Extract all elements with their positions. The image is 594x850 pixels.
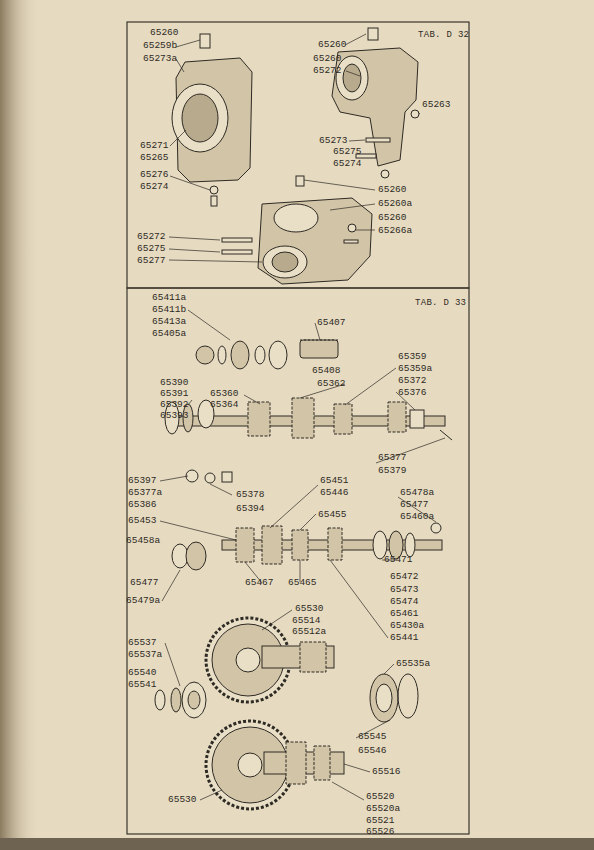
callout-number: 65460a bbox=[400, 512, 434, 522]
callout-number: 65377a bbox=[128, 488, 162, 498]
callout-number: 65407 bbox=[317, 318, 346, 328]
callout-number: 65275 bbox=[333, 147, 362, 157]
callout-number: 65263 bbox=[422, 100, 451, 110]
callout-number: 65274 bbox=[140, 182, 169, 192]
callout-number: 65521 bbox=[366, 816, 395, 826]
callout-number: 65260 bbox=[378, 185, 407, 195]
callout-number: 65451 bbox=[320, 476, 349, 486]
callout-number: 65545 bbox=[358, 732, 387, 742]
callout-number: 65441 bbox=[390, 633, 419, 643]
callout-number: 65386 bbox=[128, 500, 157, 510]
callout-number: 65430a bbox=[390, 621, 424, 631]
table-heading: TAB. D 33 bbox=[415, 298, 466, 308]
callout-number: 65453 bbox=[128, 516, 157, 526]
callout-number: 65259b bbox=[143, 41, 177, 51]
callout-number: 65391 bbox=[160, 389, 189, 399]
callout-number: 65520a bbox=[366, 804, 400, 814]
callout-number: 65413a bbox=[152, 317, 186, 327]
callout-number: 65520 bbox=[366, 792, 395, 802]
callout-number: 65537a bbox=[128, 650, 162, 660]
callout-number: 65272 bbox=[137, 232, 166, 242]
callout-number: 65390 bbox=[160, 378, 189, 388]
callout-number: 65455 bbox=[318, 510, 347, 520]
callout-number: 65360 bbox=[210, 389, 239, 399]
callout-number: 65359a bbox=[398, 364, 432, 374]
callout-number: 65411b bbox=[152, 305, 186, 315]
callout-number: 65266a bbox=[378, 226, 412, 236]
callout-number: 65472 bbox=[390, 572, 419, 582]
callout-number: 65260a bbox=[378, 199, 412, 209]
callout-number: 65377 bbox=[378, 453, 407, 463]
callout-number: 65526 bbox=[366, 827, 395, 837]
callout-number: 65535a bbox=[396, 659, 430, 669]
callout-number: 65465 bbox=[288, 578, 317, 588]
callout-number: 65277 bbox=[137, 256, 166, 266]
callout-number: 65478a bbox=[400, 488, 434, 498]
callout-number: 65405a bbox=[152, 329, 186, 339]
callout-number: 65376 bbox=[398, 388, 427, 398]
callout-number: 65461 bbox=[390, 609, 419, 619]
callout-number: 65362 bbox=[317, 379, 346, 389]
callout-number: 65458a bbox=[126, 536, 160, 546]
callout-number: 65359 bbox=[398, 352, 427, 362]
callout-number: 65394 bbox=[236, 504, 265, 514]
callout-number: 65272 bbox=[313, 66, 342, 76]
callout-number: 65408 bbox=[312, 366, 341, 376]
callout-number: 65265 bbox=[140, 153, 169, 163]
callout-number: 65477 bbox=[130, 578, 159, 588]
callout-number: 65397 bbox=[128, 476, 157, 486]
callout-number: 65530 bbox=[168, 795, 197, 805]
callout-number: 65372 bbox=[398, 376, 427, 386]
callout-number: 65546 bbox=[358, 746, 387, 756]
callout-number: 65364 bbox=[210, 400, 239, 410]
callout-number: 65477 bbox=[400, 500, 429, 510]
callout-number: 65274 bbox=[333, 159, 362, 169]
callout-number: 65540 bbox=[128, 668, 157, 678]
callout-number: 65512a bbox=[292, 627, 326, 637]
callout-number: 65275 bbox=[137, 244, 166, 254]
callout-number: 65467 bbox=[245, 578, 274, 588]
callout-number: 65260 bbox=[378, 213, 407, 223]
callout-number: 65260 bbox=[150, 28, 179, 38]
callout-number: 65276 bbox=[140, 170, 169, 180]
callout-number: 65514 bbox=[292, 616, 321, 626]
callout-number: 65446 bbox=[320, 488, 349, 498]
callout-number: 65271 bbox=[140, 141, 169, 151]
callout-number: 65260 bbox=[318, 40, 347, 50]
callout-number: 65471 bbox=[384, 555, 413, 565]
callout-number: 65379 bbox=[378, 466, 407, 476]
callout-number: 65393 bbox=[160, 411, 189, 421]
callout-number: 65479a bbox=[126, 596, 160, 606]
callout-number: 65378 bbox=[236, 490, 265, 500]
callout-number: 65473 bbox=[390, 585, 419, 595]
table-heading: TAB. D 32 bbox=[418, 30, 469, 40]
callout-number: 65516 bbox=[372, 767, 401, 777]
callout-number: 65530 bbox=[295, 604, 324, 614]
callout-number: 65273 bbox=[319, 136, 348, 146]
callout-number: 65260 bbox=[313, 54, 342, 64]
callout-number: 65474 bbox=[390, 597, 419, 607]
callout-number: 65273a bbox=[143, 54, 177, 64]
callout-number: 65392 bbox=[160, 400, 189, 410]
callout-number: 65411a bbox=[152, 293, 186, 303]
callout-number: 65541 bbox=[128, 680, 157, 690]
callout-number: 65537 bbox=[128, 638, 157, 648]
